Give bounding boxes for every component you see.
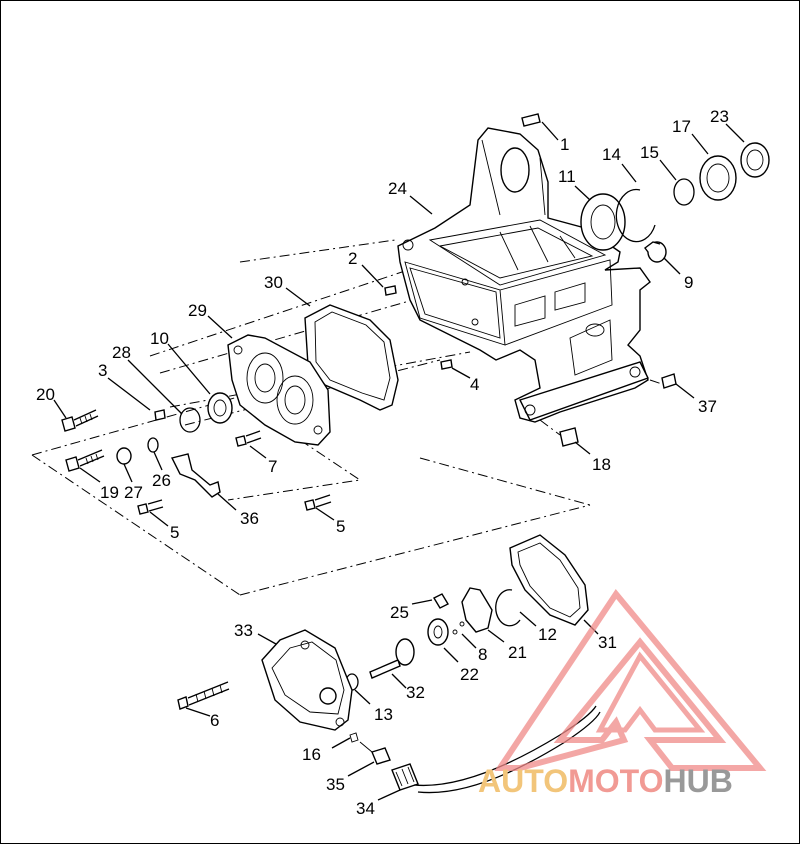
- watermark-logo: [494, 588, 767, 771]
- svg-text:AUTOMOTOHUB: AUTOMOTOHUB: [478, 763, 733, 799]
- part-label-4: 4: [470, 375, 479, 394]
- part-label-26: 26: [152, 471, 171, 490]
- part-label-28: 28: [112, 343, 131, 362]
- side-door-and-gasket: [154, 304, 399, 446]
- logo-triangle-icon: [494, 588, 767, 771]
- part-label-33: 33: [234, 621, 253, 640]
- part-label-10: 10: [150, 329, 169, 348]
- watermark-auto: AUTO: [478, 763, 568, 799]
- part-label-31: 31: [598, 633, 617, 652]
- part-label-16: 16: [302, 745, 321, 764]
- part-label-7: 7: [268, 457, 277, 476]
- part-label-15: 15: [640, 143, 659, 162]
- right-side-parts: [384, 113, 770, 447]
- part-number-labels: 1 2 3 4 5 5 6 7 8 9 10 11 12 13 14 15 16…: [36, 107, 729, 818]
- part-label-20: 20: [36, 385, 55, 404]
- part-label-29: 29: [188, 301, 207, 320]
- watermark-hub: HUB: [663, 763, 732, 799]
- part-label-19: 19: [100, 483, 119, 502]
- part-label-24: 24: [388, 179, 407, 198]
- part-label-30: 30: [264, 273, 283, 292]
- part-label-5a: 5: [170, 523, 179, 542]
- part-label-18: 18: [592, 455, 611, 474]
- part-label-22: 22: [460, 665, 479, 684]
- part-label-21: 21: [508, 643, 527, 662]
- part-label-25: 25: [390, 603, 409, 622]
- part-label-8: 8: [478, 645, 487, 664]
- part-label-32: 32: [406, 683, 425, 702]
- part-label-17: 17: [672, 117, 691, 136]
- shifter-cover-assembly: [177, 534, 601, 794]
- left-fasteners: [61, 409, 332, 515]
- part-label-5b: 5: [336, 517, 345, 536]
- part-label-36: 36: [240, 509, 259, 528]
- part-label-1: 1: [560, 135, 569, 154]
- part-label-6: 6: [210, 711, 219, 730]
- leader-lines: [53, 121, 745, 801]
- part-label-37: 37: [698, 397, 717, 416]
- part-label-12: 12: [538, 625, 557, 644]
- part-label-2: 2: [348, 249, 357, 268]
- part-label-27: 27: [124, 483, 143, 502]
- part-label-9: 9: [684, 273, 693, 292]
- part-label-35: 35: [326, 775, 345, 794]
- watermark-moto: MOTO: [568, 763, 663, 799]
- part-label-13: 13: [374, 705, 393, 724]
- part-label-23: 23: [710, 107, 729, 126]
- part-label-11: 11: [558, 167, 576, 186]
- part-label-34: 34: [356, 799, 375, 818]
- part-label-3: 3: [98, 361, 107, 380]
- part-label-14: 14: [602, 145, 621, 164]
- transmission-housing: [397, 127, 651, 423]
